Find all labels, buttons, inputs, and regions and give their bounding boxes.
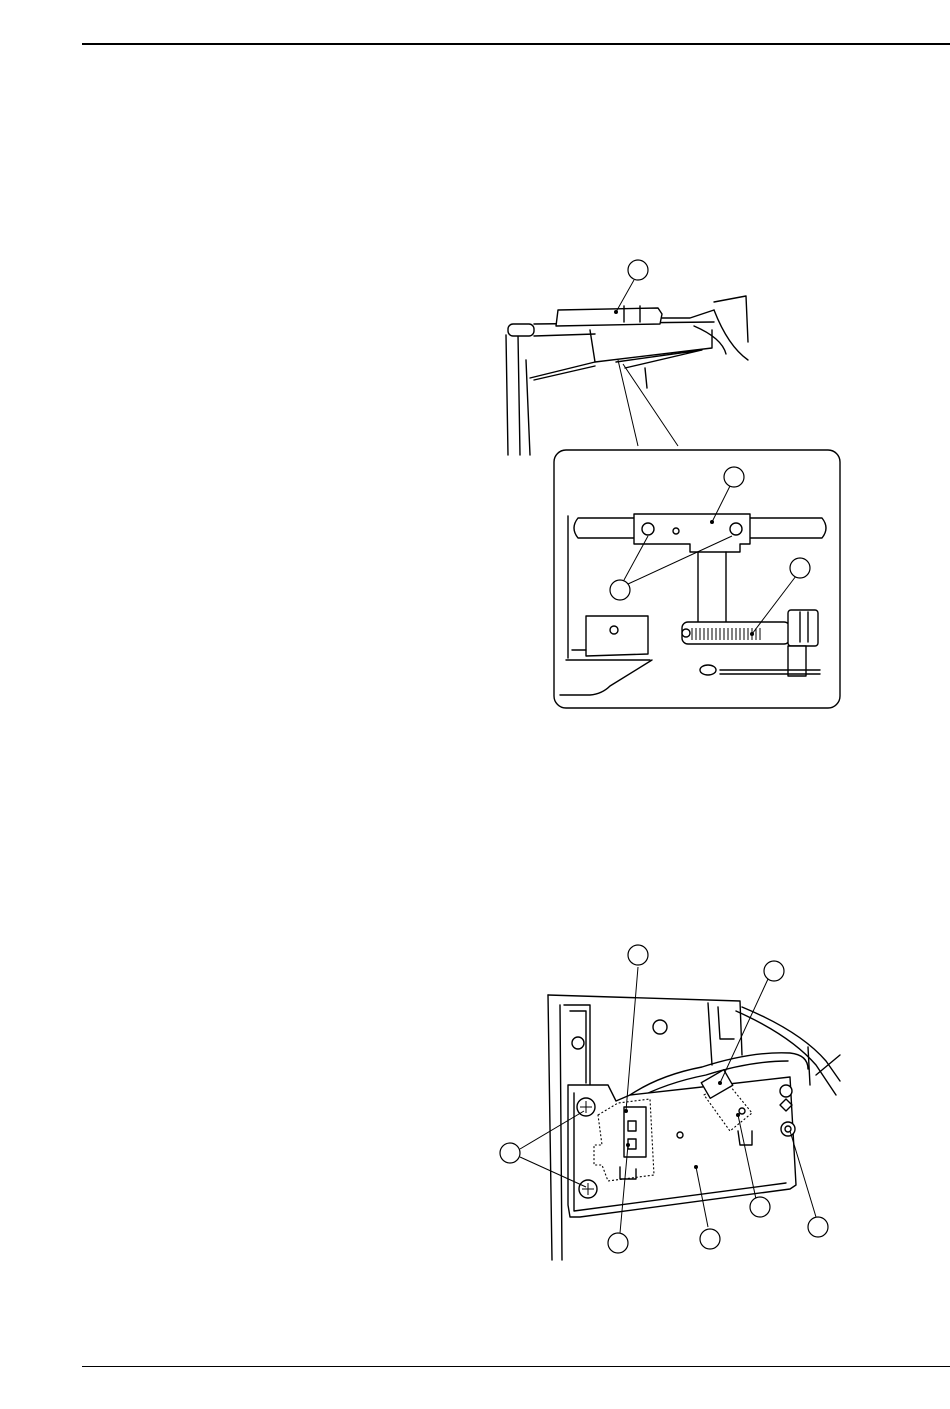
header-rule [82, 43, 950, 45]
footer-rule [82, 1366, 950, 1367]
mounting-plate-view [548, 995, 840, 1260]
detail-inset [554, 450, 840, 708]
mechanism-overview [506, 296, 748, 455]
upper-assembly-figure [490, 250, 850, 712]
lower-assembly-figure [490, 935, 850, 1265]
